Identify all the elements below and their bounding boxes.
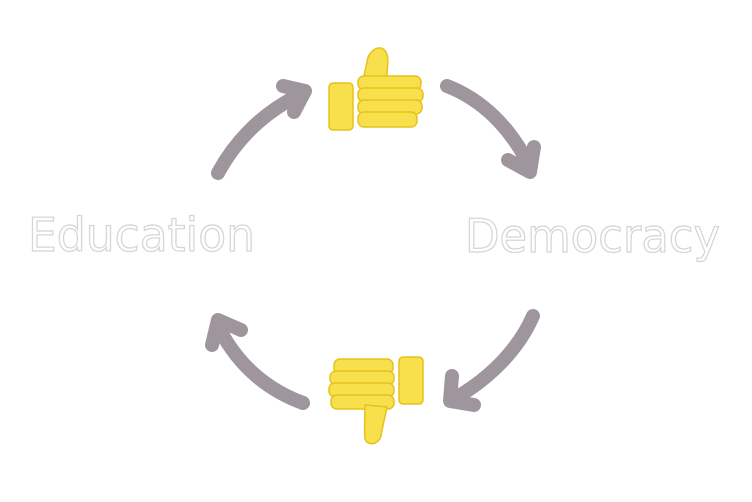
arrow-education-to-top [211, 79, 312, 180]
arrow-bottom-to-education [205, 313, 310, 410]
democracy-label: Democracy [465, 209, 720, 263]
education-label: Education [28, 208, 255, 262]
thumbs-down-icon [328, 356, 424, 445]
arrow-top-to-democracy [440, 79, 541, 179]
thumbs-up-icon [328, 47, 424, 131]
arrow-democracy-to-bottom [443, 309, 540, 412]
